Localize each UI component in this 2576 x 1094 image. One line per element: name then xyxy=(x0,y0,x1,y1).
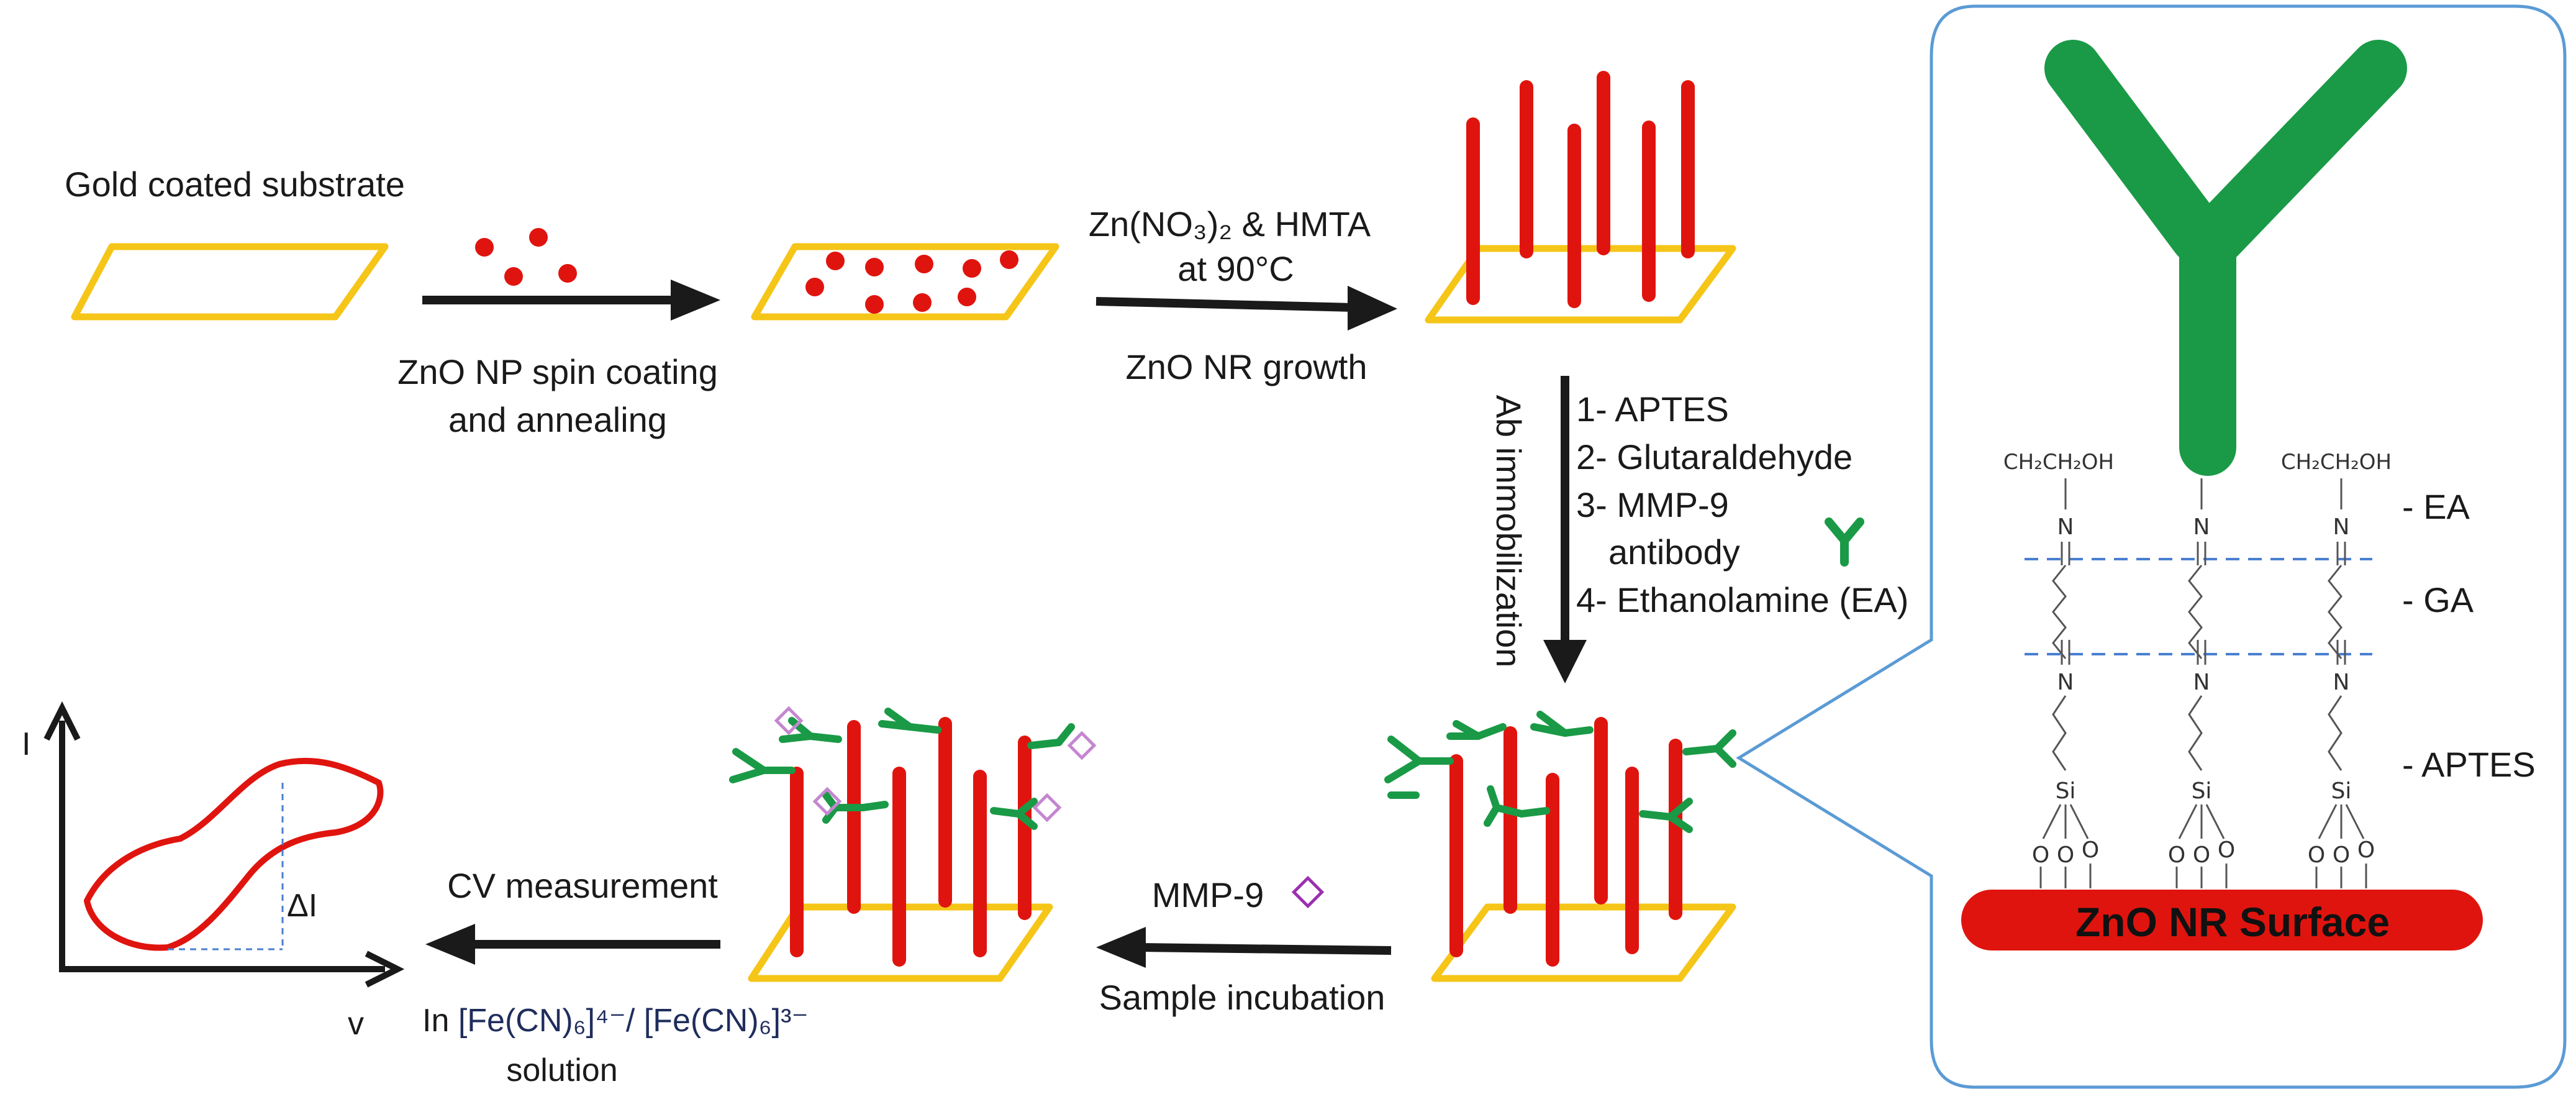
svg-text:O: O xyxy=(2193,842,2210,868)
callout-panel xyxy=(1736,4,2567,1089)
step1-label-line1: ZnO NP spin coating xyxy=(397,352,718,391)
svg-text:Si: Si xyxy=(2056,778,2076,804)
svg-text:O: O xyxy=(2057,842,2074,868)
svg-text:O: O xyxy=(2218,837,2235,863)
linker-chain-middle: N N Si O O O xyxy=(2168,478,2235,888)
analyte-bound-nanorods xyxy=(729,706,1097,982)
arrow-step2 xyxy=(1095,286,1397,330)
linker-chain-right: CH₂CH₂OH N N Si O O O xyxy=(2281,450,2392,888)
svg-text:N: N xyxy=(2057,670,2074,695)
gold-substrate xyxy=(71,243,389,321)
np-particles xyxy=(475,228,577,286)
svg-text:Si: Si xyxy=(2192,778,2212,804)
svg-text:O: O xyxy=(2357,837,2375,863)
arrow-step1 xyxy=(422,280,720,321)
svg-text:O: O xyxy=(2032,842,2049,868)
list-item-1: 1- APTES xyxy=(1576,390,1729,429)
layer-label-aptes: - APTES xyxy=(2402,745,2536,784)
sample-incubation-label: Sample incubation xyxy=(1099,978,1386,1017)
ab-immobilization-label: Ab immobilization xyxy=(1489,395,1528,668)
zno-surface-label: ZnO NR Surface xyxy=(2075,899,2390,945)
step2-label-top2: at 90°C xyxy=(1177,249,1294,288)
svg-text:N: N xyxy=(2193,514,2210,540)
step2-label-bottom: ZnO NR growth xyxy=(1126,347,1367,386)
arrow-step3 xyxy=(1543,376,1587,683)
linker-chain-left: CH₂CH₂OH N N Si O O O xyxy=(2003,450,2114,888)
seeded-substrate xyxy=(751,243,1059,321)
nanorod-array xyxy=(1425,71,1736,324)
mmp9-label: MMP-9 xyxy=(1152,875,1264,914)
zno-surface-bar xyxy=(1961,890,2483,950)
seeded-particles xyxy=(805,250,1018,314)
functionalized-nanorods xyxy=(1384,711,1736,982)
step1-label-line2: and annealing xyxy=(448,400,667,439)
cv-y-axis-label: I xyxy=(22,726,30,762)
svg-text:O: O xyxy=(2168,842,2185,868)
svg-text:CH₂CH₂OH: CH₂CH₂OH xyxy=(2003,450,2114,475)
svg-text:N: N xyxy=(2057,514,2074,540)
list-item-4: 4- Ethanolamine (EA) xyxy=(1576,580,1908,619)
list-item-3b: antibody xyxy=(1608,532,1740,572)
step2-label-top1: Zn(NO₃)₂ & HMTA xyxy=(1089,204,1371,244)
list-item-2: 2- Glutaraldehyde xyxy=(1576,437,1853,476)
arrow-step4 xyxy=(1096,927,1392,968)
solution-label-line1: In [Fe(CN)₆]⁴⁻/ [Fe(CN)₆]³⁻ xyxy=(422,1003,809,1039)
svg-text:O: O xyxy=(2308,842,2325,868)
svg-text:N: N xyxy=(2333,514,2350,540)
solution-label-line2: solution xyxy=(506,1052,617,1088)
substrate-label: Gold coated substrate xyxy=(65,165,405,204)
svg-text:CH₂CH₂OH: CH₂CH₂OH xyxy=(2281,450,2392,475)
antibody-legend-icon xyxy=(1825,517,1864,567)
layer-label-ea: - EA xyxy=(2402,487,2470,526)
cv-delta-label: ΔI xyxy=(287,888,317,924)
svg-text:O: O xyxy=(2082,837,2099,863)
svg-text:N: N xyxy=(2333,670,2350,695)
cv-x-axis-label: v xyxy=(348,1006,364,1042)
svg-text:N: N xyxy=(2193,670,2210,695)
svg-text:O: O xyxy=(2333,842,2350,868)
cv-plot xyxy=(43,701,405,988)
cv-measurement-label: CV measurement xyxy=(447,866,718,905)
svg-text:Si: Si xyxy=(2331,778,2352,804)
mmp9-analyte-icon xyxy=(1291,875,1325,909)
big-antibody-icon xyxy=(2044,40,2407,476)
layer-label-ga: - GA xyxy=(2402,580,2474,619)
list-item-3a: 3- MMP-9 xyxy=(1576,485,1729,524)
arrow-step5 xyxy=(425,924,720,965)
